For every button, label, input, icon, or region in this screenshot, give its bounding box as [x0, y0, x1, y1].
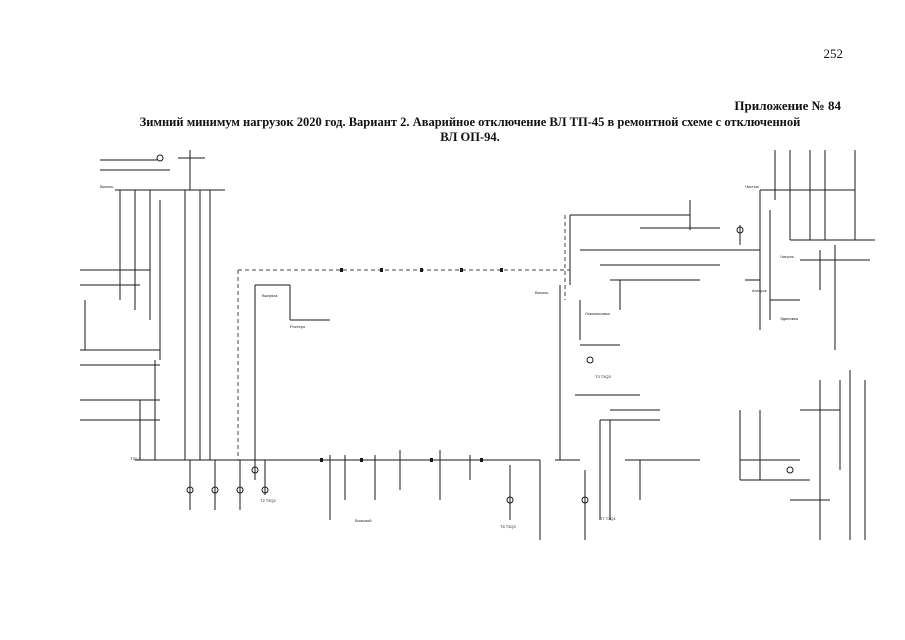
label-sub-c: Ростеро — [290, 324, 306, 329]
label-bus-left-mid: T32-3 — [130, 456, 141, 461]
label-bus-left-top: Вихоль — [100, 184, 113, 189]
label-sub-i: T7 T3Q1 — [600, 516, 616, 521]
label-sub-g: T3 T3Q3 — [595, 374, 611, 379]
label-sub-m: Эдиновка — [780, 316, 799, 321]
label-sub-f: T2 T3Q2 — [260, 498, 276, 503]
page-number: 252 — [823, 46, 844, 61]
title-line-2: ВЛ ОП-94. — [440, 130, 500, 144]
label-sub-l: Ангарск — [752, 288, 767, 293]
label-sub-b: Выгряха — [262, 293, 278, 298]
diagram-title: Зимний минимум нагрузок 2020 год. Вариан… — [100, 115, 840, 145]
label-sub-j: Вольный — [355, 518, 372, 523]
label-sub-e: Ломоносовка — [585, 311, 610, 316]
label-sub-h: T5 T3Q3 — [500, 524, 516, 529]
appendix-label: Приложение № 84 — [734, 98, 841, 113]
label-sub-k: Чатыль — [780, 254, 794, 259]
label-sub-d: Вихоль — [535, 290, 548, 295]
title-line-1: Зимний минимум нагрузок 2020 год. Вариан… — [139, 115, 801, 129]
label-sub-a: Чистые — [745, 184, 760, 189]
